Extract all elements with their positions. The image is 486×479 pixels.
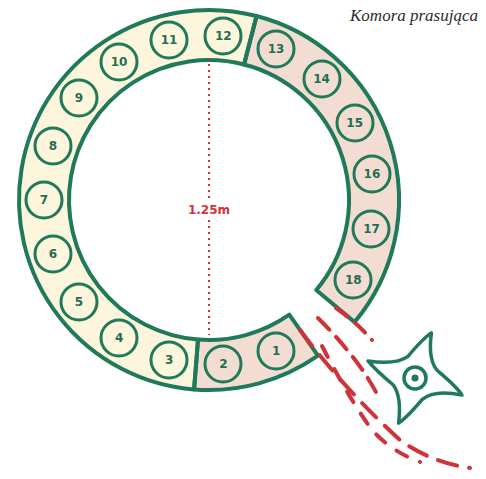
bale-circle: 4 xyxy=(99,318,139,358)
ring-sector xyxy=(244,16,399,322)
bale-circle: 10 xyxy=(99,42,139,82)
callout-number: 6 xyxy=(33,234,73,274)
callout-number: 11 xyxy=(149,20,189,60)
bale-circle: 15 xyxy=(335,103,375,143)
bale-circle: 3 xyxy=(149,340,189,380)
bale-circle: 18 xyxy=(333,260,373,300)
bale-circle: 13 xyxy=(256,29,296,69)
bale-circle: 14 xyxy=(302,59,342,99)
bale-circle: 5 xyxy=(59,282,99,322)
bale-circle: 17 xyxy=(351,209,391,249)
callout-number: 12 xyxy=(203,16,243,56)
ring-sector xyxy=(19,10,257,389)
callout-number: 13 xyxy=(256,29,296,69)
callout-number: 15 xyxy=(335,103,375,143)
callout-number: 9 xyxy=(59,78,99,118)
callout-number: 5 xyxy=(59,282,99,322)
bale-circle: 6 xyxy=(33,234,73,274)
bale-circle: 2 xyxy=(203,344,243,384)
callout-number: 1 xyxy=(256,331,296,371)
bale-circle: 1 xyxy=(256,331,296,371)
ring-sector xyxy=(194,315,318,390)
bale-circle: 16 xyxy=(352,154,392,194)
callout-number: 4 xyxy=(99,318,139,358)
chamber-ring xyxy=(19,10,399,390)
callout-number: 3 xyxy=(149,340,189,380)
bale-circle: 8 xyxy=(33,126,73,166)
callout-number: 18 xyxy=(333,260,373,300)
bale-circle: 12 xyxy=(203,16,243,56)
bale-circle: 7 xyxy=(24,180,64,220)
callout-number: 17 xyxy=(351,209,391,249)
bale-circle: 11 xyxy=(149,20,189,60)
diameter-line xyxy=(208,58,210,335)
callout-number: 2 xyxy=(203,344,243,384)
ring-sector xyxy=(194,315,318,390)
ring-sector xyxy=(19,10,257,389)
callout-number: 7 xyxy=(24,180,64,220)
callout-number: 14 xyxy=(302,59,342,99)
dimension-label: 1.25m xyxy=(186,202,232,218)
chamber-title: Komora prasująca xyxy=(350,6,478,26)
bale-circle: 9 xyxy=(59,78,99,118)
callout-number: 16 xyxy=(352,154,392,194)
ring-sector xyxy=(244,16,399,322)
callout-number: 10 xyxy=(99,42,139,82)
rotor-symbol xyxy=(352,316,479,440)
callout-number: 8 xyxy=(33,126,73,166)
